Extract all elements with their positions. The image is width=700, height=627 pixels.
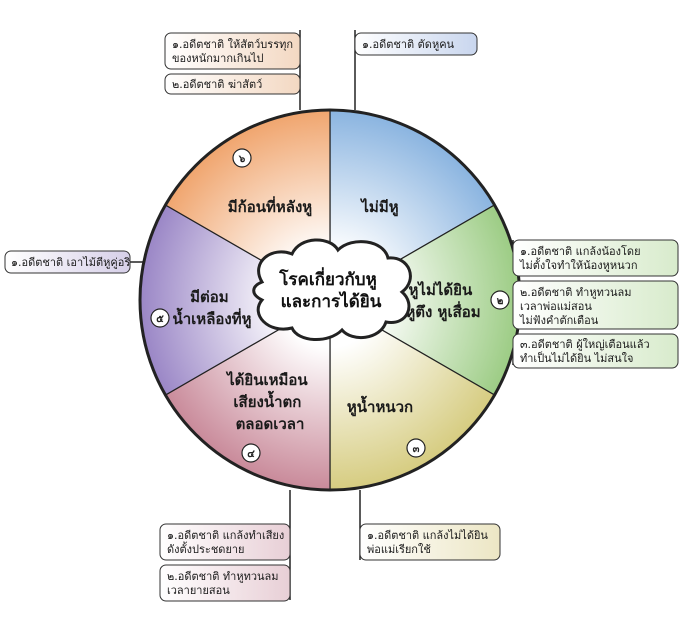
- segment-1-label: ไม่มีหู: [359, 197, 398, 217]
- segment-5-number-badge: [150, 308, 170, 328]
- notes-top-right: ๑.อดีตชาติ ตัดหูคน: [354, 32, 478, 56]
- segment-6-number: ๖: [238, 154, 246, 165]
- segment-3-number: ๓: [413, 444, 420, 455]
- segment-6-number-badge: [232, 148, 252, 168]
- segment-numbers: ๒ ๓ ๔ ๕ ๖: [150, 148, 510, 463]
- segment-5-number: ๕: [156, 314, 164, 325]
- segment-2-number-badge: [490, 290, 510, 310]
- note-box: [512, 333, 679, 369]
- segment-2-label: หูไม่ได้ยิน หูตึง หูเสื่อม: [405, 280, 480, 322]
- note-box: [512, 239, 679, 277]
- note-text: ๑.อดีตชาติ ให้สัตว์บรรทุก ของหนักมากเกิน…: [172, 38, 297, 65]
- segment-4-label: ได้ยินเหมือน เสียงน้ำตก ตลอดเวลา: [225, 370, 313, 433]
- notes-bottom-left: ๑.อดีตชาติ แกล้งทำเสียง ดังตั้งประชดยาย …: [159, 523, 291, 602]
- notes-bottom-right: ๑.อดีตชาติ แกล้งไม่ได้ยิน พ่อแม่เรียกใช้: [359, 523, 501, 561]
- note-text: ๑.อดีตชาติ เอาไม้ตีหูคู่อริ: [11, 256, 130, 269]
- note-box: [4, 250, 131, 274]
- segment-3-number-badge: [406, 438, 426, 458]
- notes-top-left: ๑.อดีตชาติ ให้สัตว์บรรทุก ของหนักมากเกิน…: [164, 32, 301, 95]
- note-text: ๒.อดีตชาติ ฆ่าสัตว์: [172, 78, 262, 91]
- note-text: ๑.อดีตชาติ แกล้งไม่ได้ยิน พ่อแม่เรียกใช้: [367, 529, 491, 556]
- center-title: โรคเกี่ยวกับหู และการได้ยิน: [278, 267, 382, 312]
- segment-4-number: ๔: [247, 449, 255, 460]
- notes-left: ๑.อดีตชาติ เอาไม้ตีหูคู่อริ: [4, 250, 131, 274]
- note-box: [512, 280, 679, 330]
- notes-right: ๑.อดีตชาติ แกล้งน้องโดย ไม่ตั้งใจทำให้น้…: [512, 239, 679, 369]
- note-box: [164, 32, 301, 70]
- note-text: ๑.อดีตชาติ แกล้งทำเสียง ดังตั้งประชดยาย: [167, 529, 288, 556]
- segment-3-label: หูน้ำหนวก: [347, 395, 413, 417]
- note-text: ๑.อดีตชาติ ตัดหูคน: [362, 38, 455, 51]
- note-box: [159, 523, 291, 561]
- note-box: [164, 73, 301, 95]
- note-box: [354, 32, 478, 56]
- segment-5-label: มีต่อม น้ำเหลืองที่หู: [173, 288, 252, 329]
- note-text: ๑.อดีตชาติ แกล้งน้องโดย ไม่ตั้งใจทำให้น้…: [519, 244, 644, 272]
- segment-6-label: มีก้อนที่หลังหู: [228, 196, 313, 217]
- segment-4-number-badge: [241, 443, 261, 463]
- note-box: [359, 523, 501, 561]
- note-text: ๒.อดีตชาติ ทำหูทวนลม เวลายายสอน: [167, 570, 282, 597]
- note-box: [159, 564, 291, 602]
- note-text: ๒.อดีตชาติ ทำหูทวนลม เวลาพ่อแม่สอน ไม่ฟั…: [519, 286, 635, 327]
- center-cloud: [252, 238, 412, 342]
- note-text: ๓.อดีตชาติ ผู้ใหญ่เตือนแล้ว ทำเป็นไม่ได้…: [520, 338, 653, 365]
- segment-2-number: ๒: [497, 296, 504, 307]
